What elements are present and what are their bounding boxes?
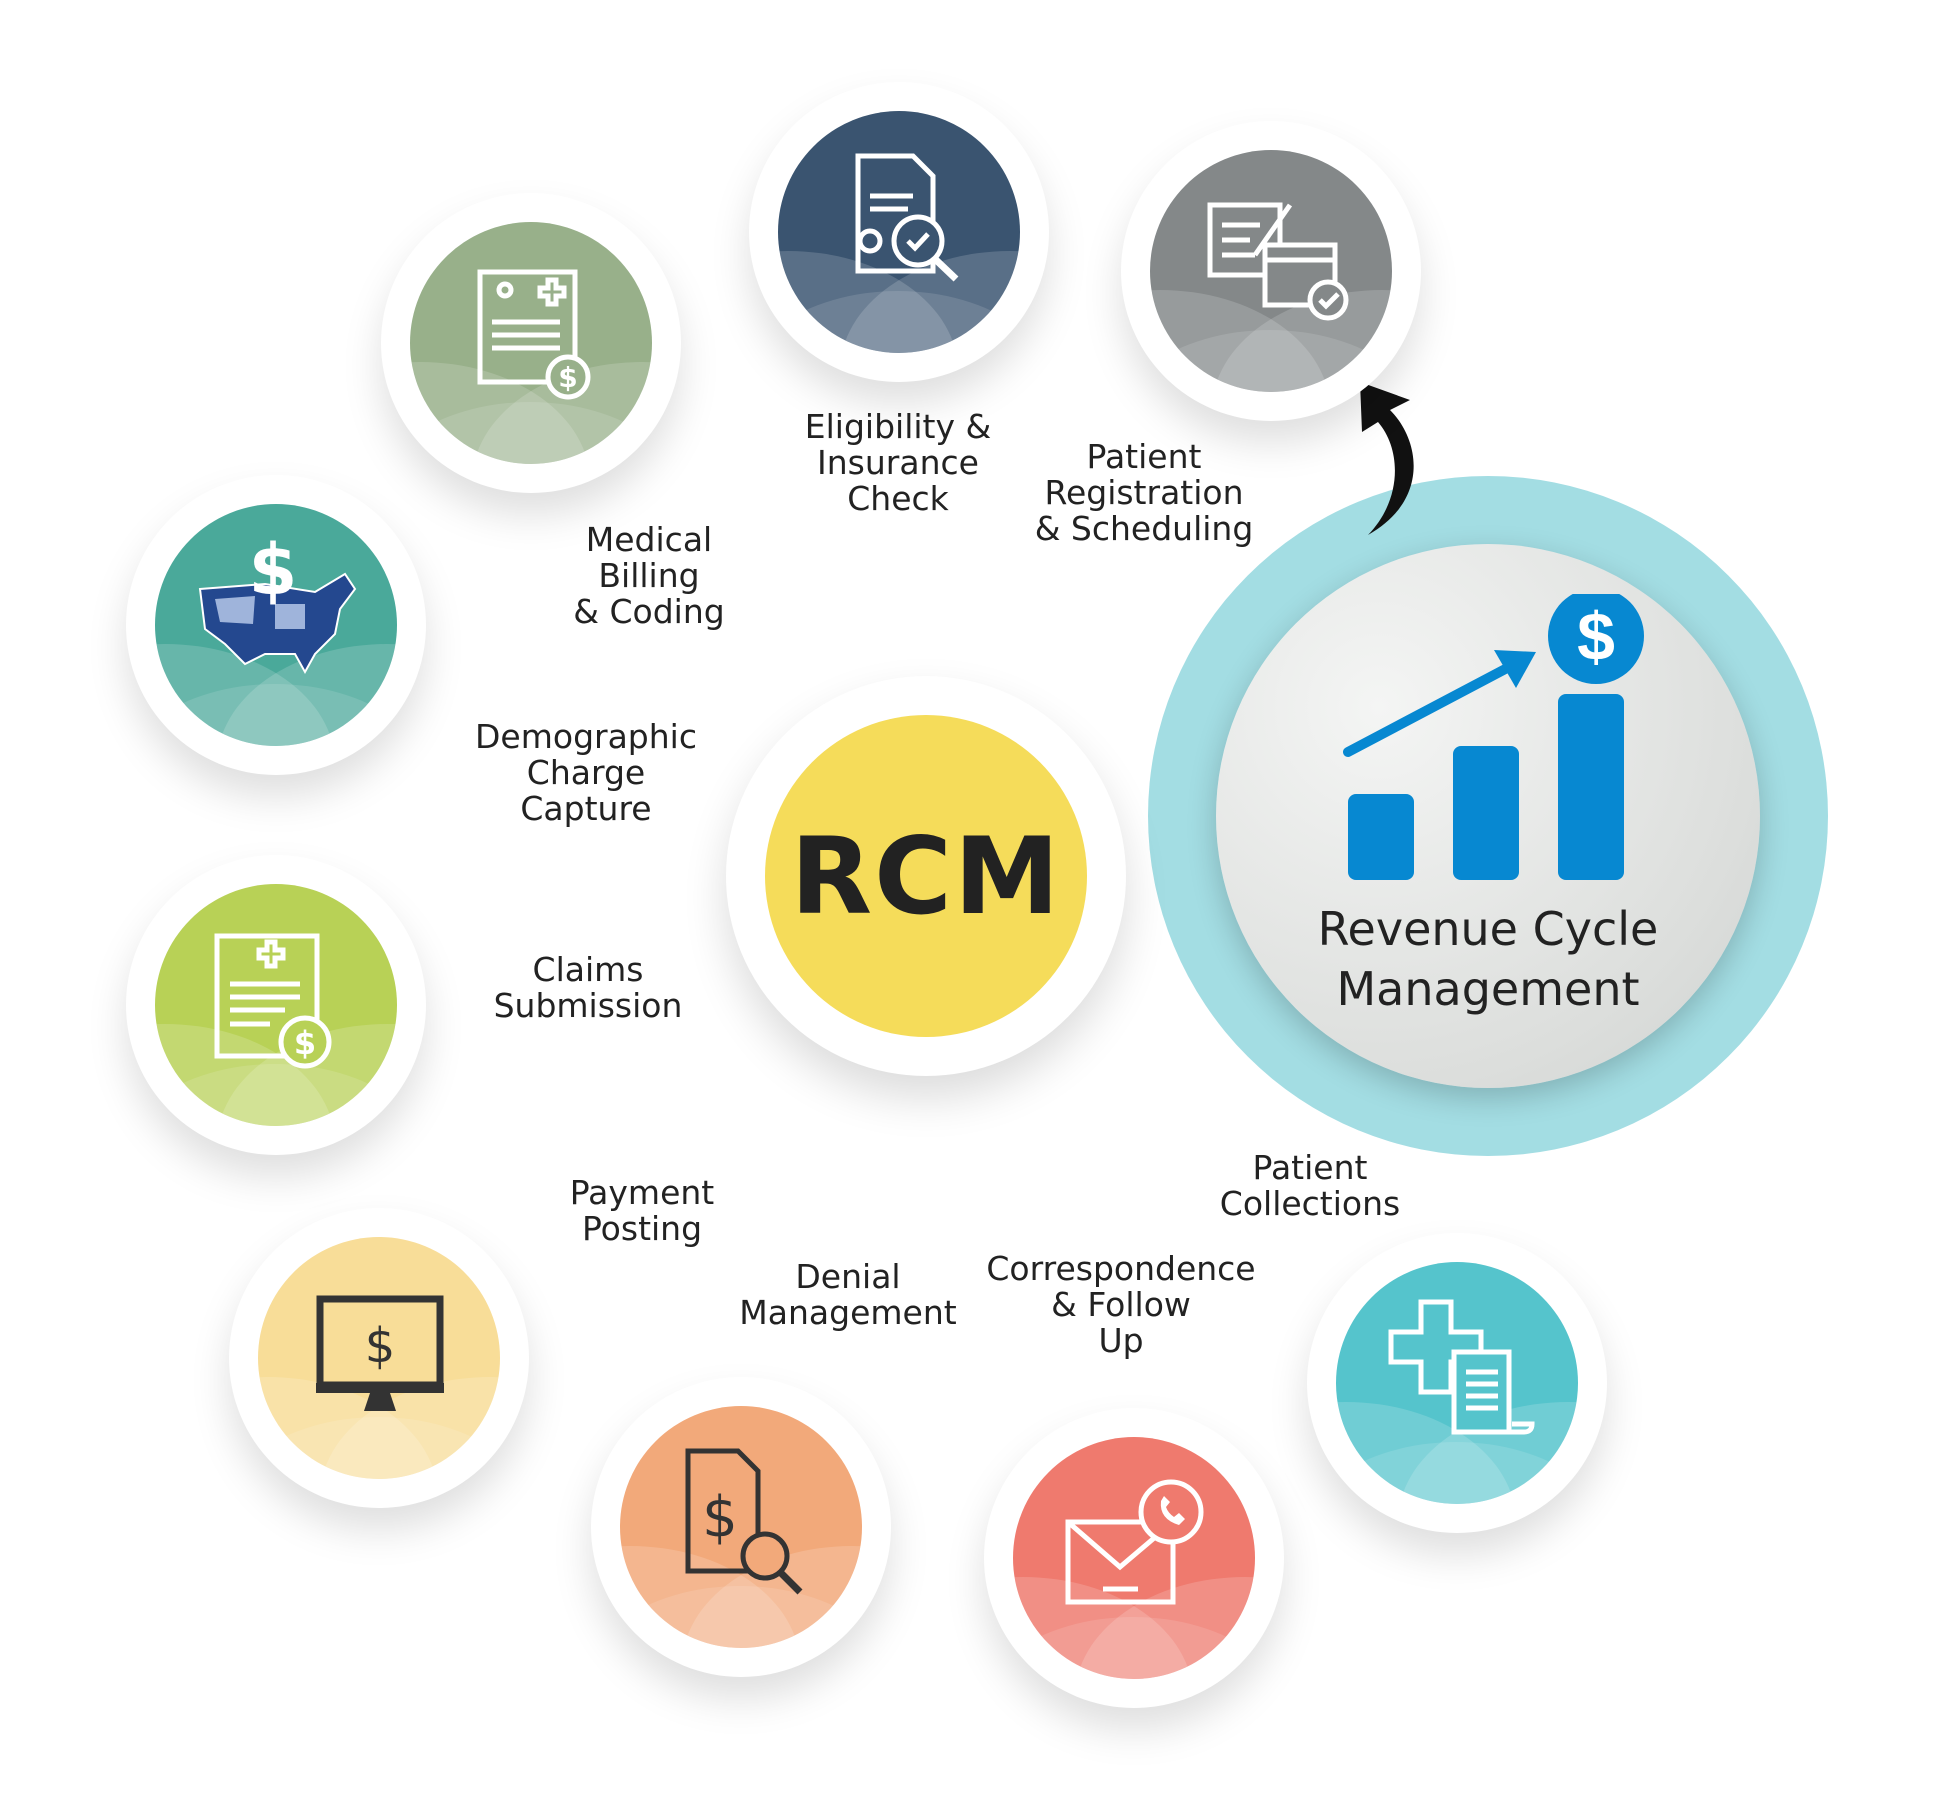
hub-title-line1: Revenue Cycle [1317, 902, 1659, 956]
svg-text:$: $ [702, 1485, 738, 1550]
document-search-check-icon [855, 153, 959, 282]
node-denial-management[interactable]: $ [591, 1377, 891, 1677]
form-calendar-icon [1207, 202, 1349, 321]
svg-text:$: $ [1577, 599, 1615, 675]
node-medical-billing[interactable]: $ [381, 193, 681, 493]
rcm-label: RCM [765, 715, 1087, 1037]
usa-map-dollar-icon: $ [198, 529, 357, 675]
growth-chart-dollar-icon: $ [1343, 594, 1644, 880]
medical-scroll-icon [1388, 1299, 1535, 1435]
curved-arrow-icon [1360, 382, 1414, 535]
node-payment-posting[interactable]: $ [229, 1208, 529, 1508]
node-patient-registration[interactable] [1121, 121, 1421, 421]
node-patient-collections[interactable] [1307, 1233, 1607, 1533]
node-eligibility[interactable] [749, 82, 1049, 382]
node-correspondence[interactable] [984, 1408, 1284, 1708]
svg-text:$: $ [249, 529, 298, 611]
medical-bill-icon: $ [477, 269, 591, 400]
dollar-document-search-icon: $ [685, 1448, 803, 1595]
rcm-center: RCM [726, 676, 1126, 1076]
monitor-dollar-icon: $ [316, 1295, 444, 1411]
svg-text:$: $ [294, 1024, 316, 1062]
envelope-phone-icon [1065, 1479, 1204, 1605]
node-claims-submission[interactable]: $ [126, 855, 426, 1155]
hub-title-line2: Management [1336, 962, 1640, 1016]
node-demographic-charge[interactable]: $ [126, 475, 426, 775]
svg-text:$: $ [558, 361, 577, 394]
claim-form-dollar-icon: $ [214, 933, 332, 1069]
svg-text:$: $ [365, 1318, 396, 1374]
